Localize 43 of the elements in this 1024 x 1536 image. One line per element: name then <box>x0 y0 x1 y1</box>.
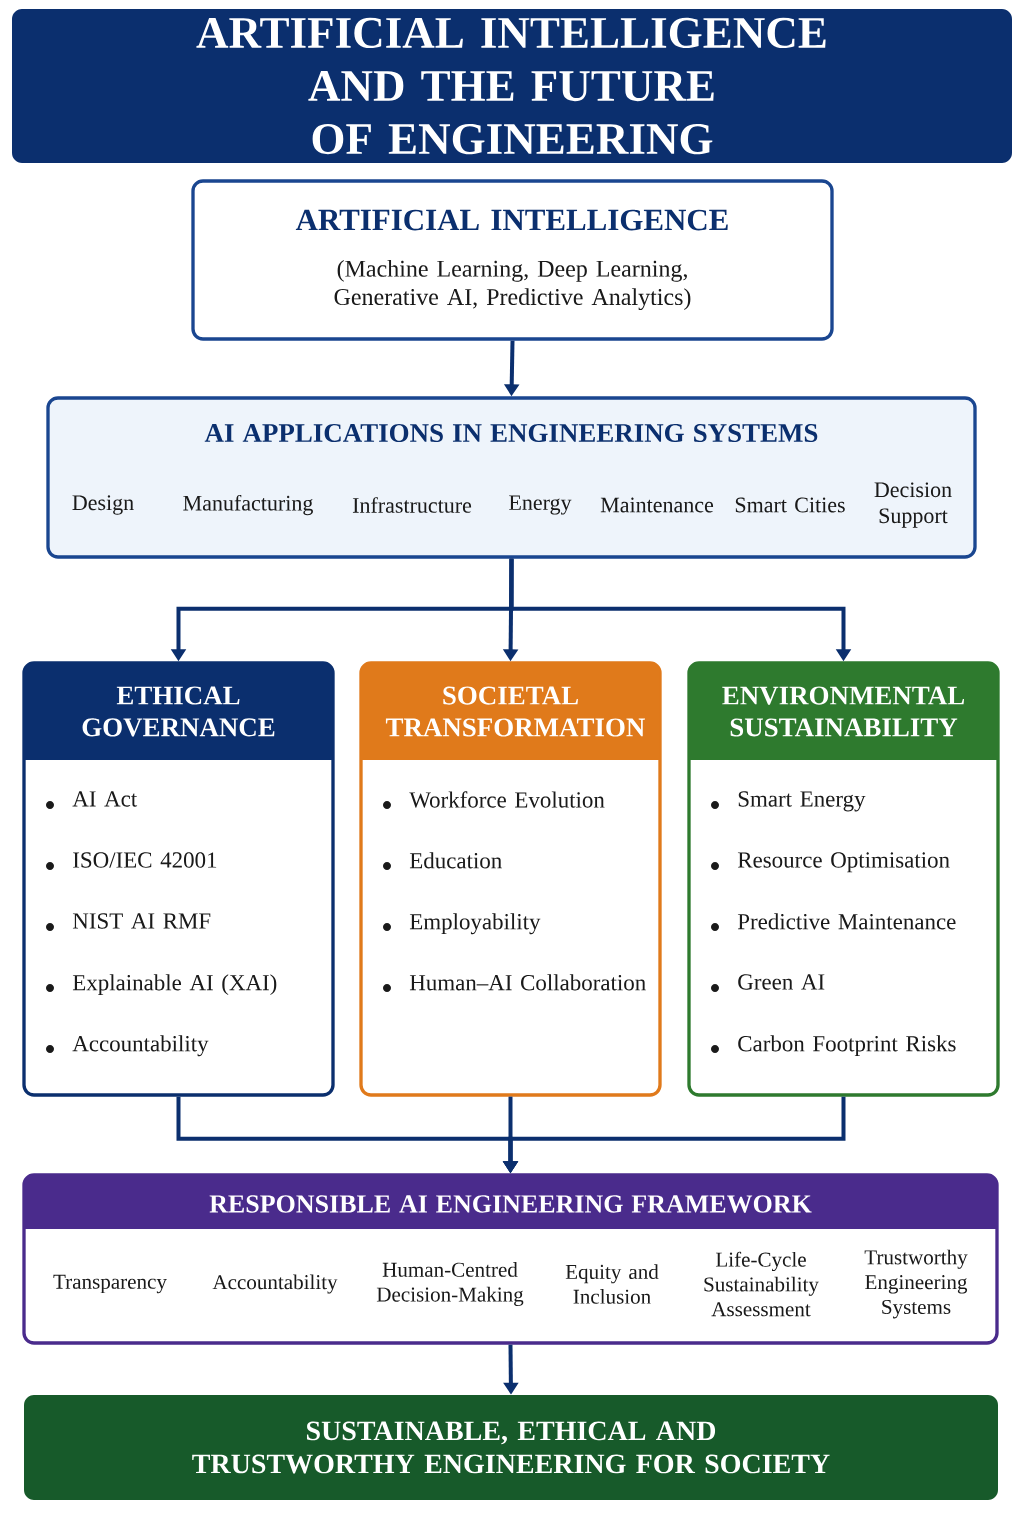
category-label: Trustworthy Engineering Systems <box>864 1249 968 1319</box>
bullet-item: Smart Energy <box>711 791 866 812</box>
category-card <box>687 661 1000 1097</box>
box-text: (Machine Learning, Deep Learning, Generative AI, Predictive Analytics) <box>334 259 691 311</box>
bullet-item: AI Act <box>46 791 138 809</box>
bullet-item: Explainable AI (XAI) <box>46 974 277 996</box>
category-label: Equity and Inclusion <box>565 1264 659 1304</box>
category-label: Accountability <box>212 1274 338 1294</box>
box-heading: ARTIFICIAL INTELLIGENCE <box>295 209 728 231</box>
category-label: Infrastructure <box>352 497 472 513</box>
bullet-item: ISO/IEC 42001 <box>46 852 217 870</box>
bullet-item: NIST AI RMF <box>46 913 211 931</box>
card-heading: ETHICAL GOVERNANCE <box>82 686 275 737</box>
outcome-banner <box>24 1395 998 1500</box>
category-card <box>22 661 335 1097</box>
category-card <box>359 661 662 1097</box>
category-label: Transparency <box>53 1274 167 1294</box>
card-heading: ENVIRONMENTAL SUSTAINABILITY <box>722 686 965 737</box>
bullet-item: Green AI <box>711 974 825 992</box>
category-label: Energy <box>509 495 572 515</box>
category-label: Smart Cities <box>735 497 845 513</box>
category-label: Life-Cycle Sustainability Assessment <box>704 1251 819 1317</box>
category-label: Human-Centred Decision-Making <box>376 1262 524 1306</box>
applications-panel <box>46 396 977 559</box>
card-heading: SOCIETAL TRANSFORMATION <box>385 686 645 737</box>
outcome-text: SUSTAINABLE, ETHICAL AND TRUSTWORTHY ENGINEERING FOR SOCIETY <box>192 1421 830 1474</box>
bullet-item: Employability <box>383 913 541 935</box>
title-banner: ARTIFICIAL INTELLIGENCE AND THE FUTURE OF ENGINEERING <box>12 9 1012 163</box>
category-label: Decision Support <box>874 482 952 528</box>
concept-box <box>191 179 834 341</box>
framework-panel <box>22 1173 999 1345</box>
panel-heading: AI APPLICATIONS IN ENGINEERING SYSTEMS <box>204 423 818 443</box>
bullet-item: Carbon Footprint Risks <box>711 1035 956 1057</box>
bullet-item: Workforce Evolution <box>383 791 605 809</box>
category-label: Manufacturing <box>183 494 313 516</box>
frame-heading: RESPONSIBLE AI ENGINEERING FRAMEWORK <box>209 1195 812 1213</box>
bullet-item: Human–AI Collaboration <box>383 974 646 992</box>
bullet-item: Resource Optimisation <box>711 852 950 873</box>
bullet-item: Education <box>383 852 502 870</box>
bullet-item: Accountability <box>46 1035 209 1057</box>
category-label: Maintenance <box>600 497 714 513</box>
bullet-item: Predictive Maintenance <box>711 913 956 931</box>
category-label: Design <box>72 495 134 515</box>
